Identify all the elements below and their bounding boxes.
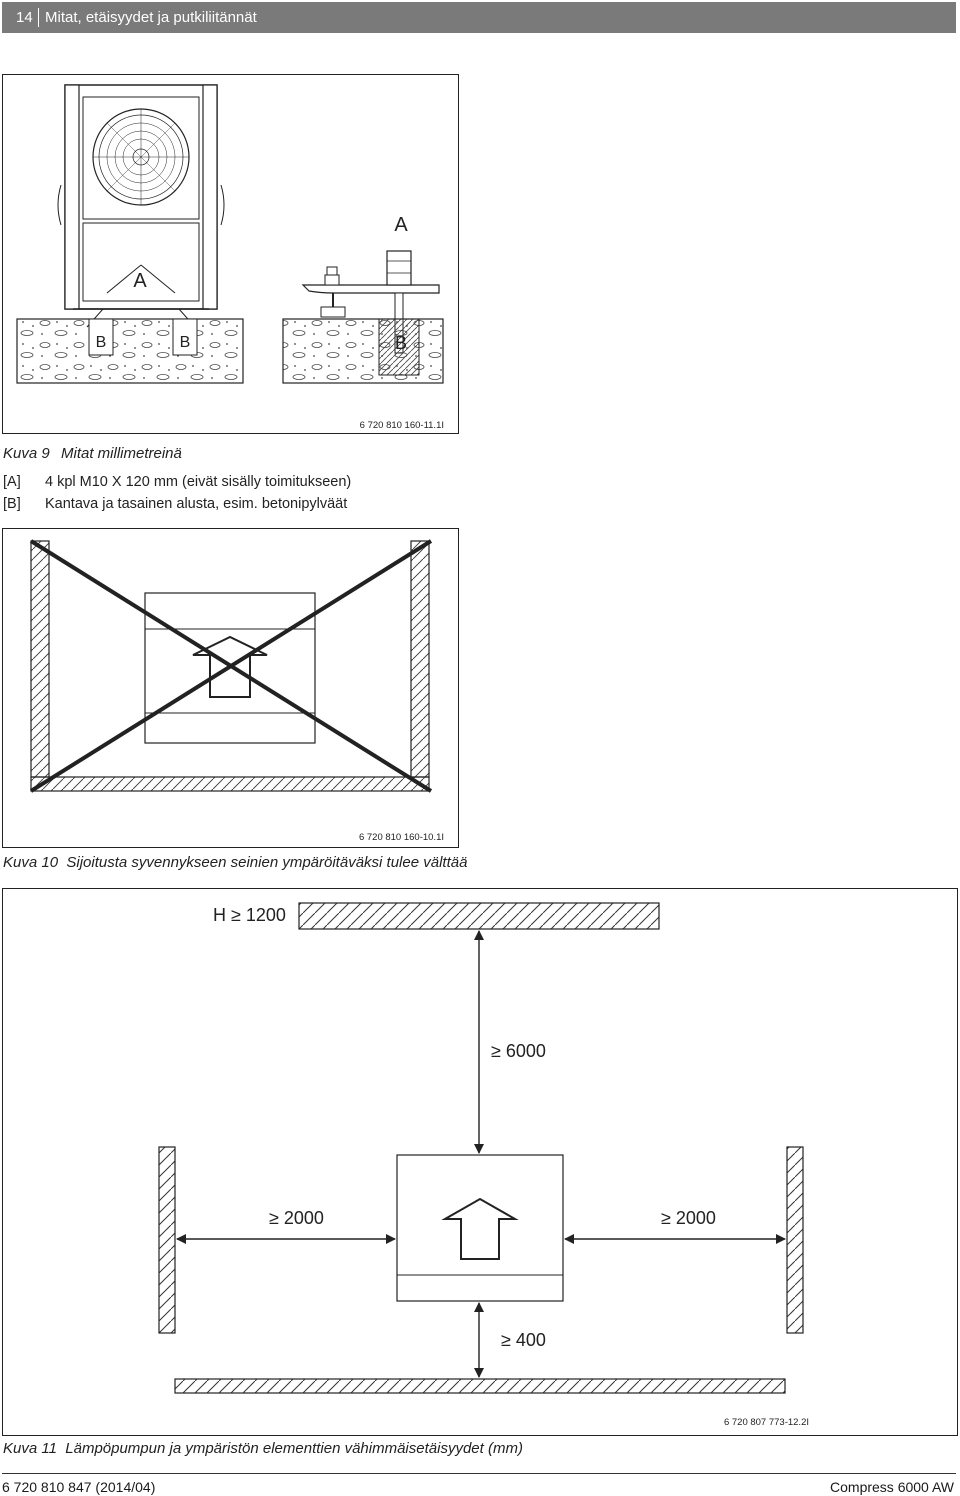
legend-text-a: 4 kpl M10 X 120 mm (eivät sisälly toimit… xyxy=(45,474,352,490)
figure-9-reference: 6 720 810 160-11.1I xyxy=(359,420,444,431)
figure-11-frame: H ≥ 1200 ≥ 6000 ≥ 2000 ≥ 2000 ≥ 400 6 72… xyxy=(2,888,958,1436)
figure-9-frame: A B B A B 6 720 810 160-11.1I xyxy=(2,74,459,434)
cross-out-mark xyxy=(29,539,433,793)
label-a-left: A xyxy=(133,270,147,292)
label-a-right: A xyxy=(394,214,408,236)
header-separator xyxy=(38,8,39,27)
figure-9-caption-text: Mitat millimetreinä xyxy=(61,445,182,462)
label-b1: B xyxy=(96,334,107,351)
right-obstacle xyxy=(786,1146,804,1334)
figure-9-drawing: A B B A B xyxy=(16,84,444,384)
label-left-distance: ≥ 2000 xyxy=(269,1208,324,1228)
figure-9-caption: Kuva 9 Mitat millimetreinä xyxy=(3,445,453,462)
right-wall xyxy=(410,540,430,778)
figure-10-frame: 6 720 810 160-10.1I xyxy=(2,528,459,848)
ground-obstacle xyxy=(174,1378,786,1394)
label-height: H ≥ 1200 xyxy=(213,905,286,925)
label-b2: B xyxy=(180,334,191,351)
left-obstacle xyxy=(158,1146,176,1334)
label-right-distance: ≥ 2000 xyxy=(661,1208,716,1228)
label-back-distance: ≥ 400 xyxy=(501,1330,546,1350)
figure-9-caption-number: Kuva 9 xyxy=(3,445,50,462)
page-header: 14 Mitat, etäisyydet ja putkiliitännät xyxy=(2,2,956,33)
legend-key-a: [A] xyxy=(3,474,21,490)
legend-key-b: [B] xyxy=(3,496,21,512)
overhead-obstacle xyxy=(298,902,660,930)
left-wall xyxy=(30,540,50,778)
product-name: Compress 6000 AW xyxy=(830,1479,954,1495)
figure-10-caption: Kuva 10 Sijoitusta syvennykseen seinien … xyxy=(3,854,468,871)
figure-11-reference: 6 720 807 773-12.2I xyxy=(723,1417,809,1428)
figure-10-reference: 6 720 810 160-10.1I xyxy=(358,832,444,843)
label-front-distance: ≥ 6000 xyxy=(491,1041,546,1061)
legend-item-a: [A] 4 kpl M10 X 120 mm (eivät sisälly to… xyxy=(3,474,453,494)
figure-11-caption: Kuva 11 Lämpöpumpun ja ympäristön elemen… xyxy=(3,1440,523,1457)
section-title: Mitat, etäisyydet ja putkiliitännät xyxy=(45,9,257,26)
heat-pump-unit xyxy=(57,84,225,328)
concrete-base-right xyxy=(282,318,444,384)
figure-11-drawing: H ≥ 1200 ≥ 6000 ≥ 2000 ≥ 2000 ≥ 400 xyxy=(158,902,804,1394)
airflow-arrow-icon xyxy=(441,1197,519,1260)
document-number: 6 720 810 847 (2014/04) xyxy=(2,1479,156,1495)
bottom-wall xyxy=(30,776,430,792)
label-b3: B xyxy=(395,333,407,353)
legend-text-b: Kantava ja tasainen alusta, esim. betoni… xyxy=(45,496,348,512)
footer-divider xyxy=(2,1473,956,1474)
figure-10-drawing xyxy=(29,539,433,793)
legend-item-b: [B] Kantava ja tasainen alusta, esim. be… xyxy=(3,496,453,516)
heat-pump-top-view xyxy=(396,1154,564,1302)
page-number: 14 xyxy=(16,9,33,26)
concrete-base-left xyxy=(16,318,244,384)
